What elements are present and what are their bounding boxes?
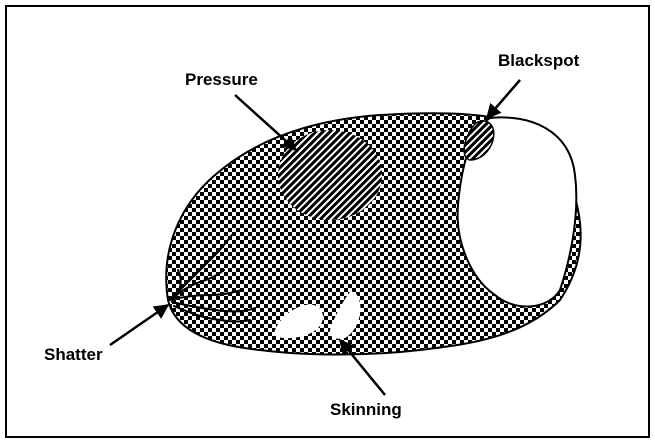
- label-skinning: Skinning: [330, 400, 402, 419]
- label-pressure: Pressure: [185, 70, 258, 89]
- label-blackspot: Blackspot: [498, 51, 580, 70]
- label-shatter: Shatter: [44, 345, 103, 364]
- pressure-bruise: [278, 130, 382, 220]
